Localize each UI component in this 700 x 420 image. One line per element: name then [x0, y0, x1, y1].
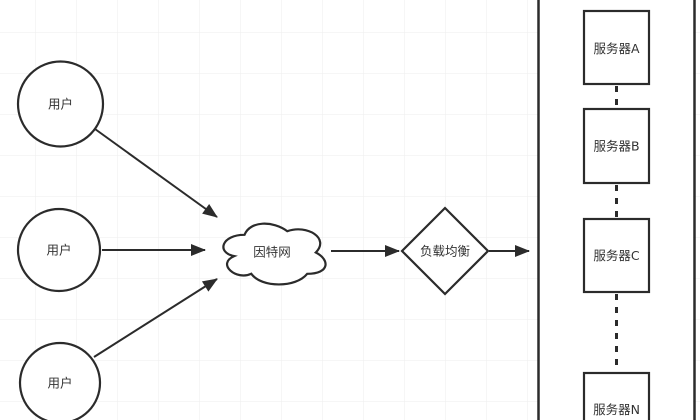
user-node-1: 用户 [16, 60, 105, 148]
arrow-user1-to-internet [94, 128, 218, 218]
arrow-user3-to-internet [93, 278, 218, 358]
cloud-shape [222, 222, 327, 286]
server-box [582, 217, 651, 294]
user-circle [16, 207, 102, 293]
load-balancer-label: 负载均衡 [420, 243, 470, 258]
user-circle [16, 60, 105, 148]
server-node-c: 服务器C [582, 217, 651, 294]
server-label: 服务器C [593, 248, 640, 263]
server-node-b: 服务器B [582, 107, 651, 185]
server-label: 服务器A [593, 41, 640, 56]
server-box [582, 9, 651, 86]
server-node-n: 服务器N [582, 371, 651, 420]
user-label: 用户 [47, 375, 72, 390]
internet-node: 因特网 [222, 222, 327, 286]
user-circle [18, 341, 102, 420]
server-node-a: 服务器A [582, 9, 651, 86]
server-label: 服务器B [593, 138, 639, 153]
user-label: 用户 [46, 242, 71, 257]
load-balancer-node: 负载均衡 [400, 206, 490, 296]
user-node-2: 用户 [16, 207, 102, 293]
server-box [582, 107, 651, 185]
server-box [582, 371, 651, 420]
diamond-shape [400, 206, 490, 296]
user-node-3: 用户 [18, 341, 102, 420]
internet-label: 因特网 [253, 244, 291, 259]
user-label: 用户 [48, 96, 73, 111]
server-label: 服务器N [593, 402, 640, 417]
